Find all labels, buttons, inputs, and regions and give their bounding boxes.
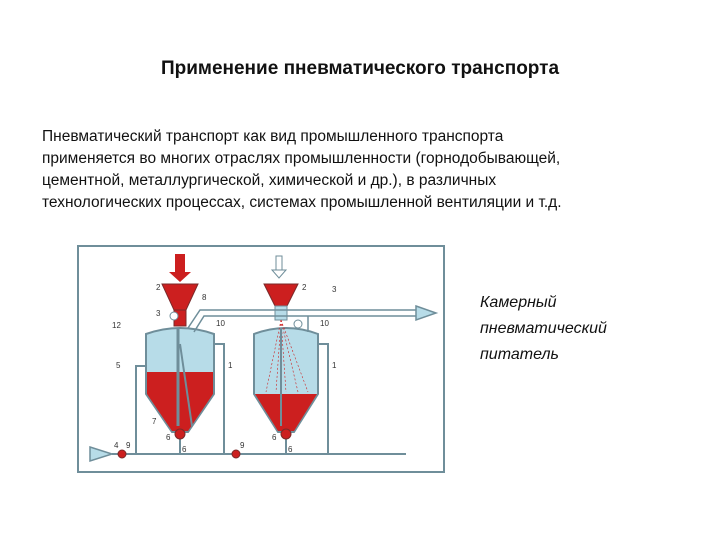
diagram-label: 7 xyxy=(152,417,157,426)
diagram-label: 6 xyxy=(166,433,171,442)
diagram-label: 8 xyxy=(202,293,207,302)
chamber-feeder-diagram: 2 8 3 10 12 5 1 7 4 6 10 9 6 3 2 1 6 6 9 xyxy=(77,245,445,473)
paragraph-line: Пневматический транспорт как вид промышл… xyxy=(42,128,504,145)
diagram-label: 9 xyxy=(126,441,131,450)
left-vessel xyxy=(145,327,215,433)
diagram-label: 10 xyxy=(216,319,225,328)
caption-line: Камерный xyxy=(480,294,557,311)
diagram-label: 6 xyxy=(272,433,277,442)
diagram-label: 1 xyxy=(332,361,337,370)
diagram-label: 2 xyxy=(156,283,161,292)
diagram-label: 4 xyxy=(114,441,119,450)
discharge-pipe xyxy=(187,309,416,333)
diagram-label: 6 xyxy=(182,445,187,454)
paragraph-line: цементной, металлургической, химической … xyxy=(42,172,497,189)
inlet-arrow-icon xyxy=(89,445,115,463)
feed-arrow-right-icon xyxy=(270,255,288,279)
caption-line: пневматический xyxy=(480,320,607,337)
outlet-arrow-icon xyxy=(415,304,439,322)
diagram-label: 6 xyxy=(288,445,293,454)
diagram-label: 9 xyxy=(240,441,245,450)
diagram-label: 3 xyxy=(332,285,337,294)
air-supply-line xyxy=(112,343,406,455)
diagram-label: 5 xyxy=(116,361,121,370)
page-title: Применение пневматического транспорта xyxy=(160,58,560,79)
paragraph-line: применяется во многих отраслях промышлен… xyxy=(42,150,561,167)
diagram-label: 2 xyxy=(302,283,307,292)
intro-paragraph: Пневматический транспорт как вид промышл… xyxy=(42,126,692,214)
diagram-label: 1 xyxy=(228,361,233,370)
diagram-label: 10 xyxy=(320,319,329,328)
paragraph-line: технологических процессах, системах пром… xyxy=(42,194,562,211)
diagram-label: 3 xyxy=(156,309,161,318)
caption-line: питатель xyxy=(480,346,559,363)
diagram-caption: Камерный пневматический питатель xyxy=(480,290,680,368)
feed-arrow-left-icon xyxy=(169,254,191,282)
diagram-label: 12 xyxy=(112,321,121,330)
